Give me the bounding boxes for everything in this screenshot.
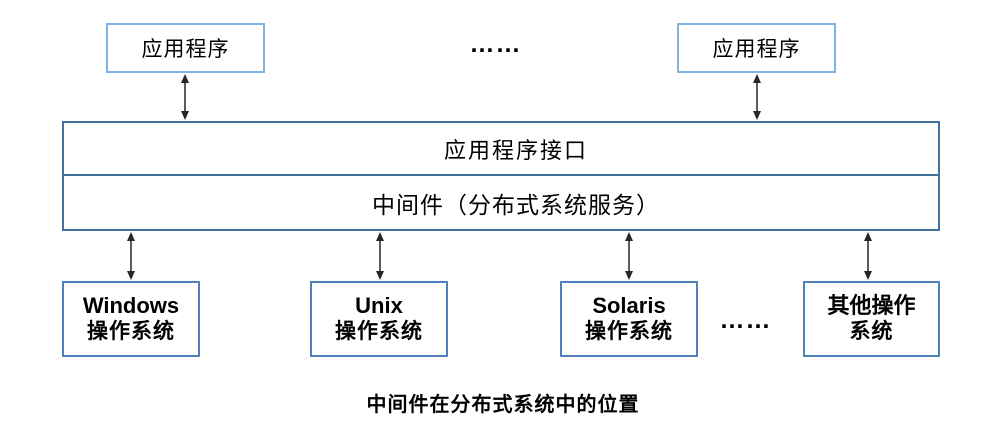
- bottom-ellipsis: ……: [719, 306, 772, 334]
- double-arrow-other-os-icon: [861, 232, 875, 280]
- os-box-unix-name: Unix: [355, 293, 403, 318]
- os-box-unix: Unix 操作系统: [310, 281, 448, 357]
- os-box-solaris-name: Solaris: [592, 293, 666, 318]
- middleware-layer-label: 中间件（分布式系统服务）: [372, 192, 660, 218]
- double-arrow-app-left-icon: [178, 74, 192, 120]
- os-box-solaris: Solaris 操作系统: [560, 281, 698, 357]
- os-box-windows-name: Windows: [82, 293, 180, 318]
- top-ellipsis: ……: [469, 30, 522, 58]
- os-box-solaris-suffix: 操作系统: [585, 320, 673, 343]
- application-box-right-label: 应用程序: [712, 37, 801, 61]
- application-box-right: 应用程序: [677, 23, 836, 73]
- middleware-band: 应用程序接口 中间件（分布式系统服务）: [62, 121, 940, 231]
- os-box-windows: Windows 操作系统: [62, 281, 200, 357]
- application-box-left-label: 应用程序: [141, 37, 230, 61]
- double-arrow-solaris-icon: [622, 232, 636, 280]
- os-box-other-name: 其他操作: [827, 293, 916, 318]
- middleware-layer-row: 中间件（分布式系统服务）: [64, 176, 938, 229]
- os-box-other: 其他操作 系统: [803, 281, 940, 357]
- os-box-unix-suffix: 操作系统: [335, 320, 423, 343]
- double-arrow-unix-icon: [373, 232, 387, 280]
- api-layer-label: 应用程序接口: [443, 137, 588, 163]
- double-arrow-app-right-icon: [750, 74, 764, 120]
- double-arrow-windows-icon: [124, 232, 138, 280]
- api-layer-row: 应用程序接口: [64, 123, 938, 176]
- os-box-other-suffix: 系统: [849, 320, 894, 343]
- application-box-left: 应用程序: [106, 23, 265, 73]
- os-box-windows-suffix: 操作系统: [87, 320, 175, 343]
- diagram-caption: 中间件在分布式系统中的位置: [366, 394, 640, 416]
